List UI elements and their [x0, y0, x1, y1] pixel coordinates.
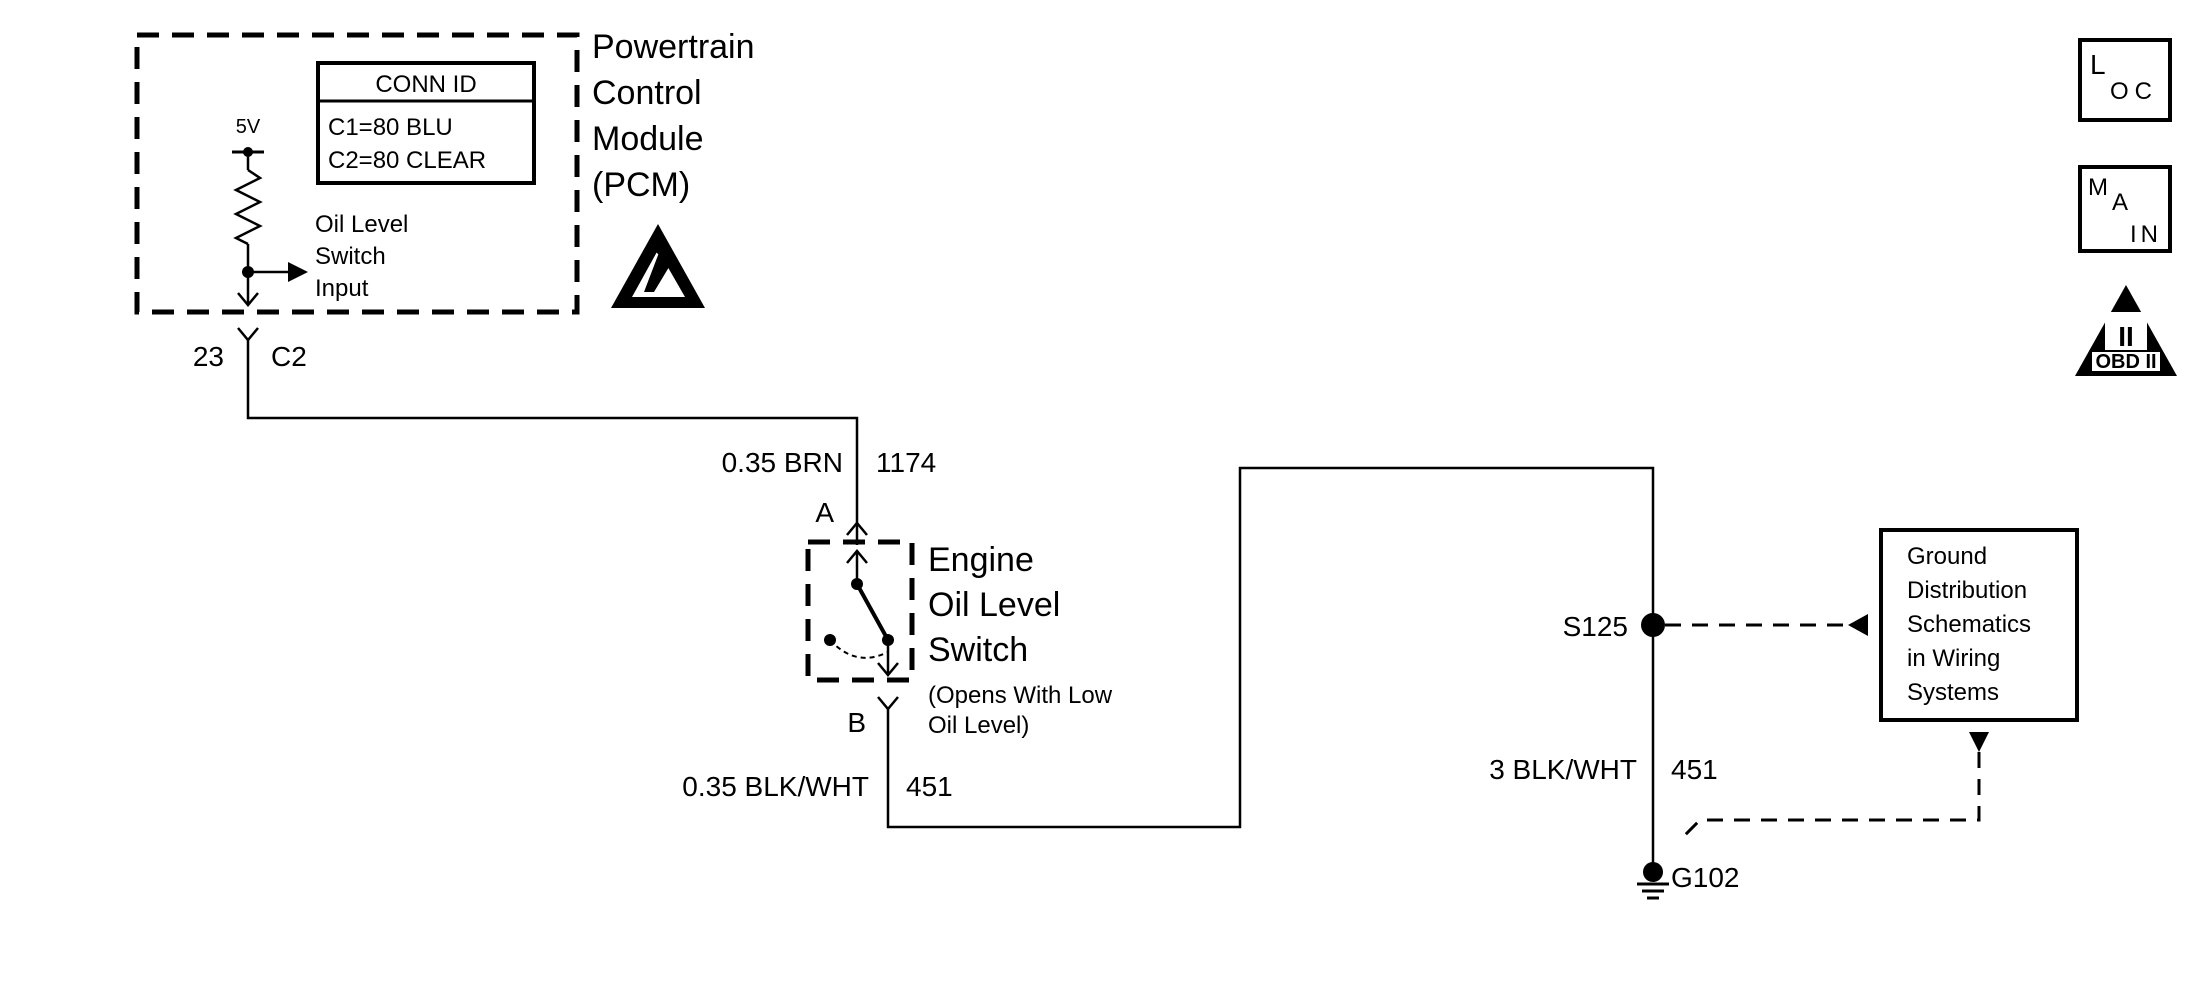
- pcm-input-label-2: Switch: [315, 243, 386, 270]
- wire-1174-gauge-color: 0.35 BRN: [722, 447, 843, 478]
- loc-icon: L OC: [2078, 38, 2172, 122]
- ground-ref-line-4: in Wiring: [1907, 645, 2000, 672]
- switch-boundary: [805, 539, 915, 683]
- switch-connector-b: [877, 696, 899, 711]
- switch-name-line-2: Oil Level: [928, 586, 1060, 624]
- wire-1174: [246, 340, 859, 523]
- ground-ref-line-3: Schematics: [1907, 611, 2031, 638]
- svg-text:II: II: [2118, 321, 2134, 352]
- switch-note-line-1: (Opens With Low: [928, 682, 1113, 709]
- svg-text:OC: OC: [2110, 78, 2158, 105]
- pcm-input-label-1: Oil Level: [315, 211, 408, 238]
- wire-1174-circuit: 1174: [876, 447, 936, 478]
- pcm-boundary: [134, 32, 580, 315]
- ground-ref-line-2: Distribution: [1907, 577, 2027, 604]
- switch-terminal-a: A: [815, 497, 834, 528]
- wire-451-low: [886, 466, 1655, 829]
- svg-text:OBD II: OBD II: [2095, 351, 2156, 373]
- switch-name-line-3: Switch: [928, 631, 1028, 669]
- switch-name-line-1: Engine: [928, 541, 1034, 579]
- switch-contact-arm: [855, 583, 890, 641]
- ground-ref-line-1: Ground: [1907, 543, 1987, 570]
- svg-text:A: A: [2112, 189, 2128, 216]
- pcm-input-label-3: Input: [315, 275, 369, 302]
- input-arrow-icon: [288, 262, 308, 282]
- pcm-name-line-3: Module: [592, 120, 704, 158]
- pcm-name-line-4: (PCM): [592, 166, 690, 204]
- conn-id-title: CONN ID: [375, 71, 476, 98]
- pcm-name-line-2: Control: [592, 74, 702, 112]
- pull-up-resistor: [233, 168, 263, 246]
- pcm-connector-label: C2: [271, 341, 307, 372]
- wire-451-high-circuit: 451: [1671, 754, 1718, 785]
- conn-id-line-1: C1=80 BLU: [328, 114, 453, 141]
- conn-id-line-2: C2=80 CLEAR: [328, 147, 486, 174]
- main-icon: M A IN: [2078, 165, 2172, 253]
- pcm-pin-label: 23: [193, 341, 224, 372]
- ground-ref-box: [1879, 528, 2079, 722]
- ground-ref-arrow-icon: [1848, 614, 1868, 636]
- splice-s125-label: S125: [1563, 611, 1628, 642]
- switch-note-line-2: Oil Level): [928, 712, 1029, 739]
- ground-g102-label: G102: [1671, 862, 1740, 893]
- obd-ii-icon: II OBD II: [2075, 285, 2177, 376]
- conn-id-box: CONN ID C1=80 BLU C2=80 CLEAR: [316, 61, 536, 185]
- svg-text:IN: IN: [2130, 221, 2162, 248]
- svg-text:M: M: [2088, 174, 2108, 201]
- esd-warning-icon: [611, 224, 705, 308]
- wire-451-low-gauge-color: 0.35 BLK/WHT: [682, 771, 869, 802]
- ground-g102-symbol: [1637, 862, 1669, 900]
- pcm-name-line-1: Powertrain: [592, 28, 755, 66]
- switch-terminal-b: B: [847, 707, 866, 738]
- ground-ref-line-5: Systems: [1907, 679, 1999, 706]
- wire-451-low-circuit: 451: [906, 771, 953, 802]
- pcm-connector-c2: [237, 327, 259, 342]
- pcm-voltage-label: 5V: [236, 116, 261, 138]
- wire-451-high-gauge-color: 3 BLK/WHT: [1489, 754, 1637, 785]
- svg-text:L: L: [2090, 49, 2106, 80]
